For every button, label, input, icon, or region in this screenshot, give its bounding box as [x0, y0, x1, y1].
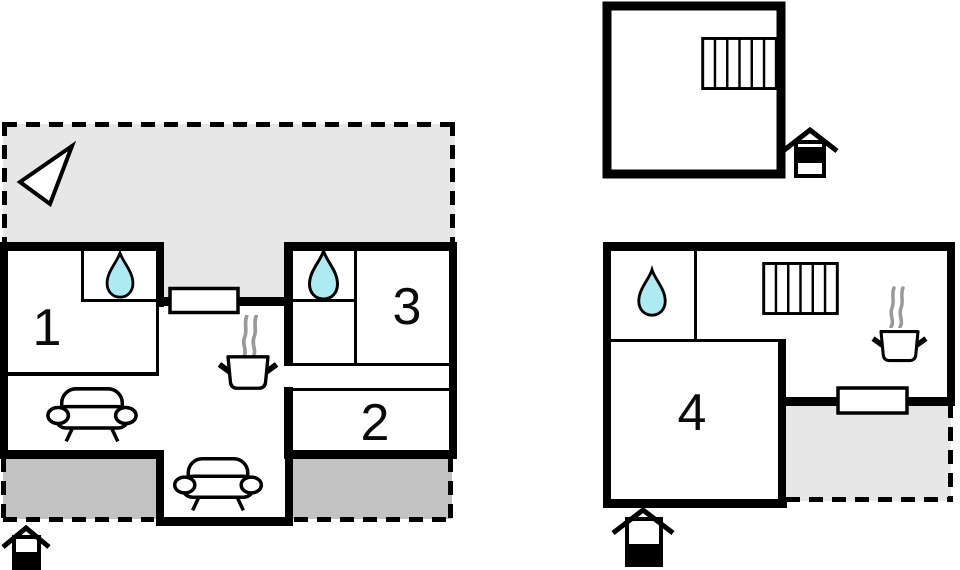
annex-floor-plan: 4 — [603, 242, 955, 567]
room-1-label: 1 — [33, 299, 62, 357]
house-entrance-icon-annex — [611, 506, 675, 567]
upper-floor-plan — [602, 1, 839, 179]
annex-partitions — [611, 251, 781, 342]
house-entrance-icon-main — [1, 524, 51, 570]
steam-icon-main — [244, 316, 257, 357]
north-arrow — [16, 140, 77, 208]
terrace-upper-dashed-border — [2, 122, 455, 243]
terrace-lower-left — [3, 455, 156, 519]
stove-pot-icon-annex — [873, 332, 926, 361]
radiator-icon-annex — [762, 262, 839, 315]
terrace-upper — [3, 124, 455, 302]
terrace-lower-dashed-border — [1, 458, 453, 522]
annex-window-marker — [836, 386, 909, 415]
sofa-icon-left — [46, 387, 138, 444]
main-floor-plan: 1 2 3 — [0, 122, 457, 570]
upper-floor-outline — [602, 1, 786, 179]
terrace-lower-right — [292, 455, 452, 519]
radiator-icon-upper — [701, 37, 778, 90]
annex-terrace — [786, 406, 951, 501]
room-4-label: 4 — [678, 384, 707, 442]
sofa-icon-center — [172, 457, 264, 513]
water-drop-icon-bath1 — [105, 251, 135, 299]
water-drop-icon-bath2 — [307, 249, 340, 301]
window-marker — [168, 286, 240, 315]
house-entrance-icon-upper — [781, 126, 839, 178]
annex-terrace-dashed-border — [786, 404, 953, 502]
water-drop-icon-annex — [637, 268, 667, 317]
stove-pot-icon-main — [219, 357, 276, 388]
room-2-label: 2 — [361, 394, 390, 452]
room-3-label: 3 — [393, 278, 422, 336]
steam-icon-annex — [889, 286, 905, 328]
interior-partitions — [8, 244, 450, 391]
